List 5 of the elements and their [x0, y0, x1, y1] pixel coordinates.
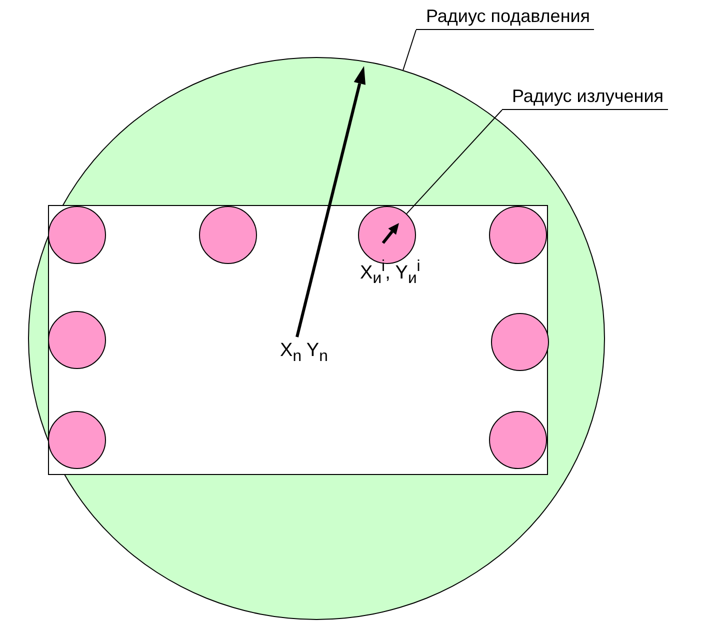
leader-line — [406, 110, 502, 214]
coordinate-label: X$_{n}$ Y$_{n}$ — [280, 340, 328, 366]
callout-text: Радиус излучения — [502, 86, 668, 110]
leader-line — [402, 30, 416, 70]
callout-text: Радиус подавления — [416, 6, 594, 30]
